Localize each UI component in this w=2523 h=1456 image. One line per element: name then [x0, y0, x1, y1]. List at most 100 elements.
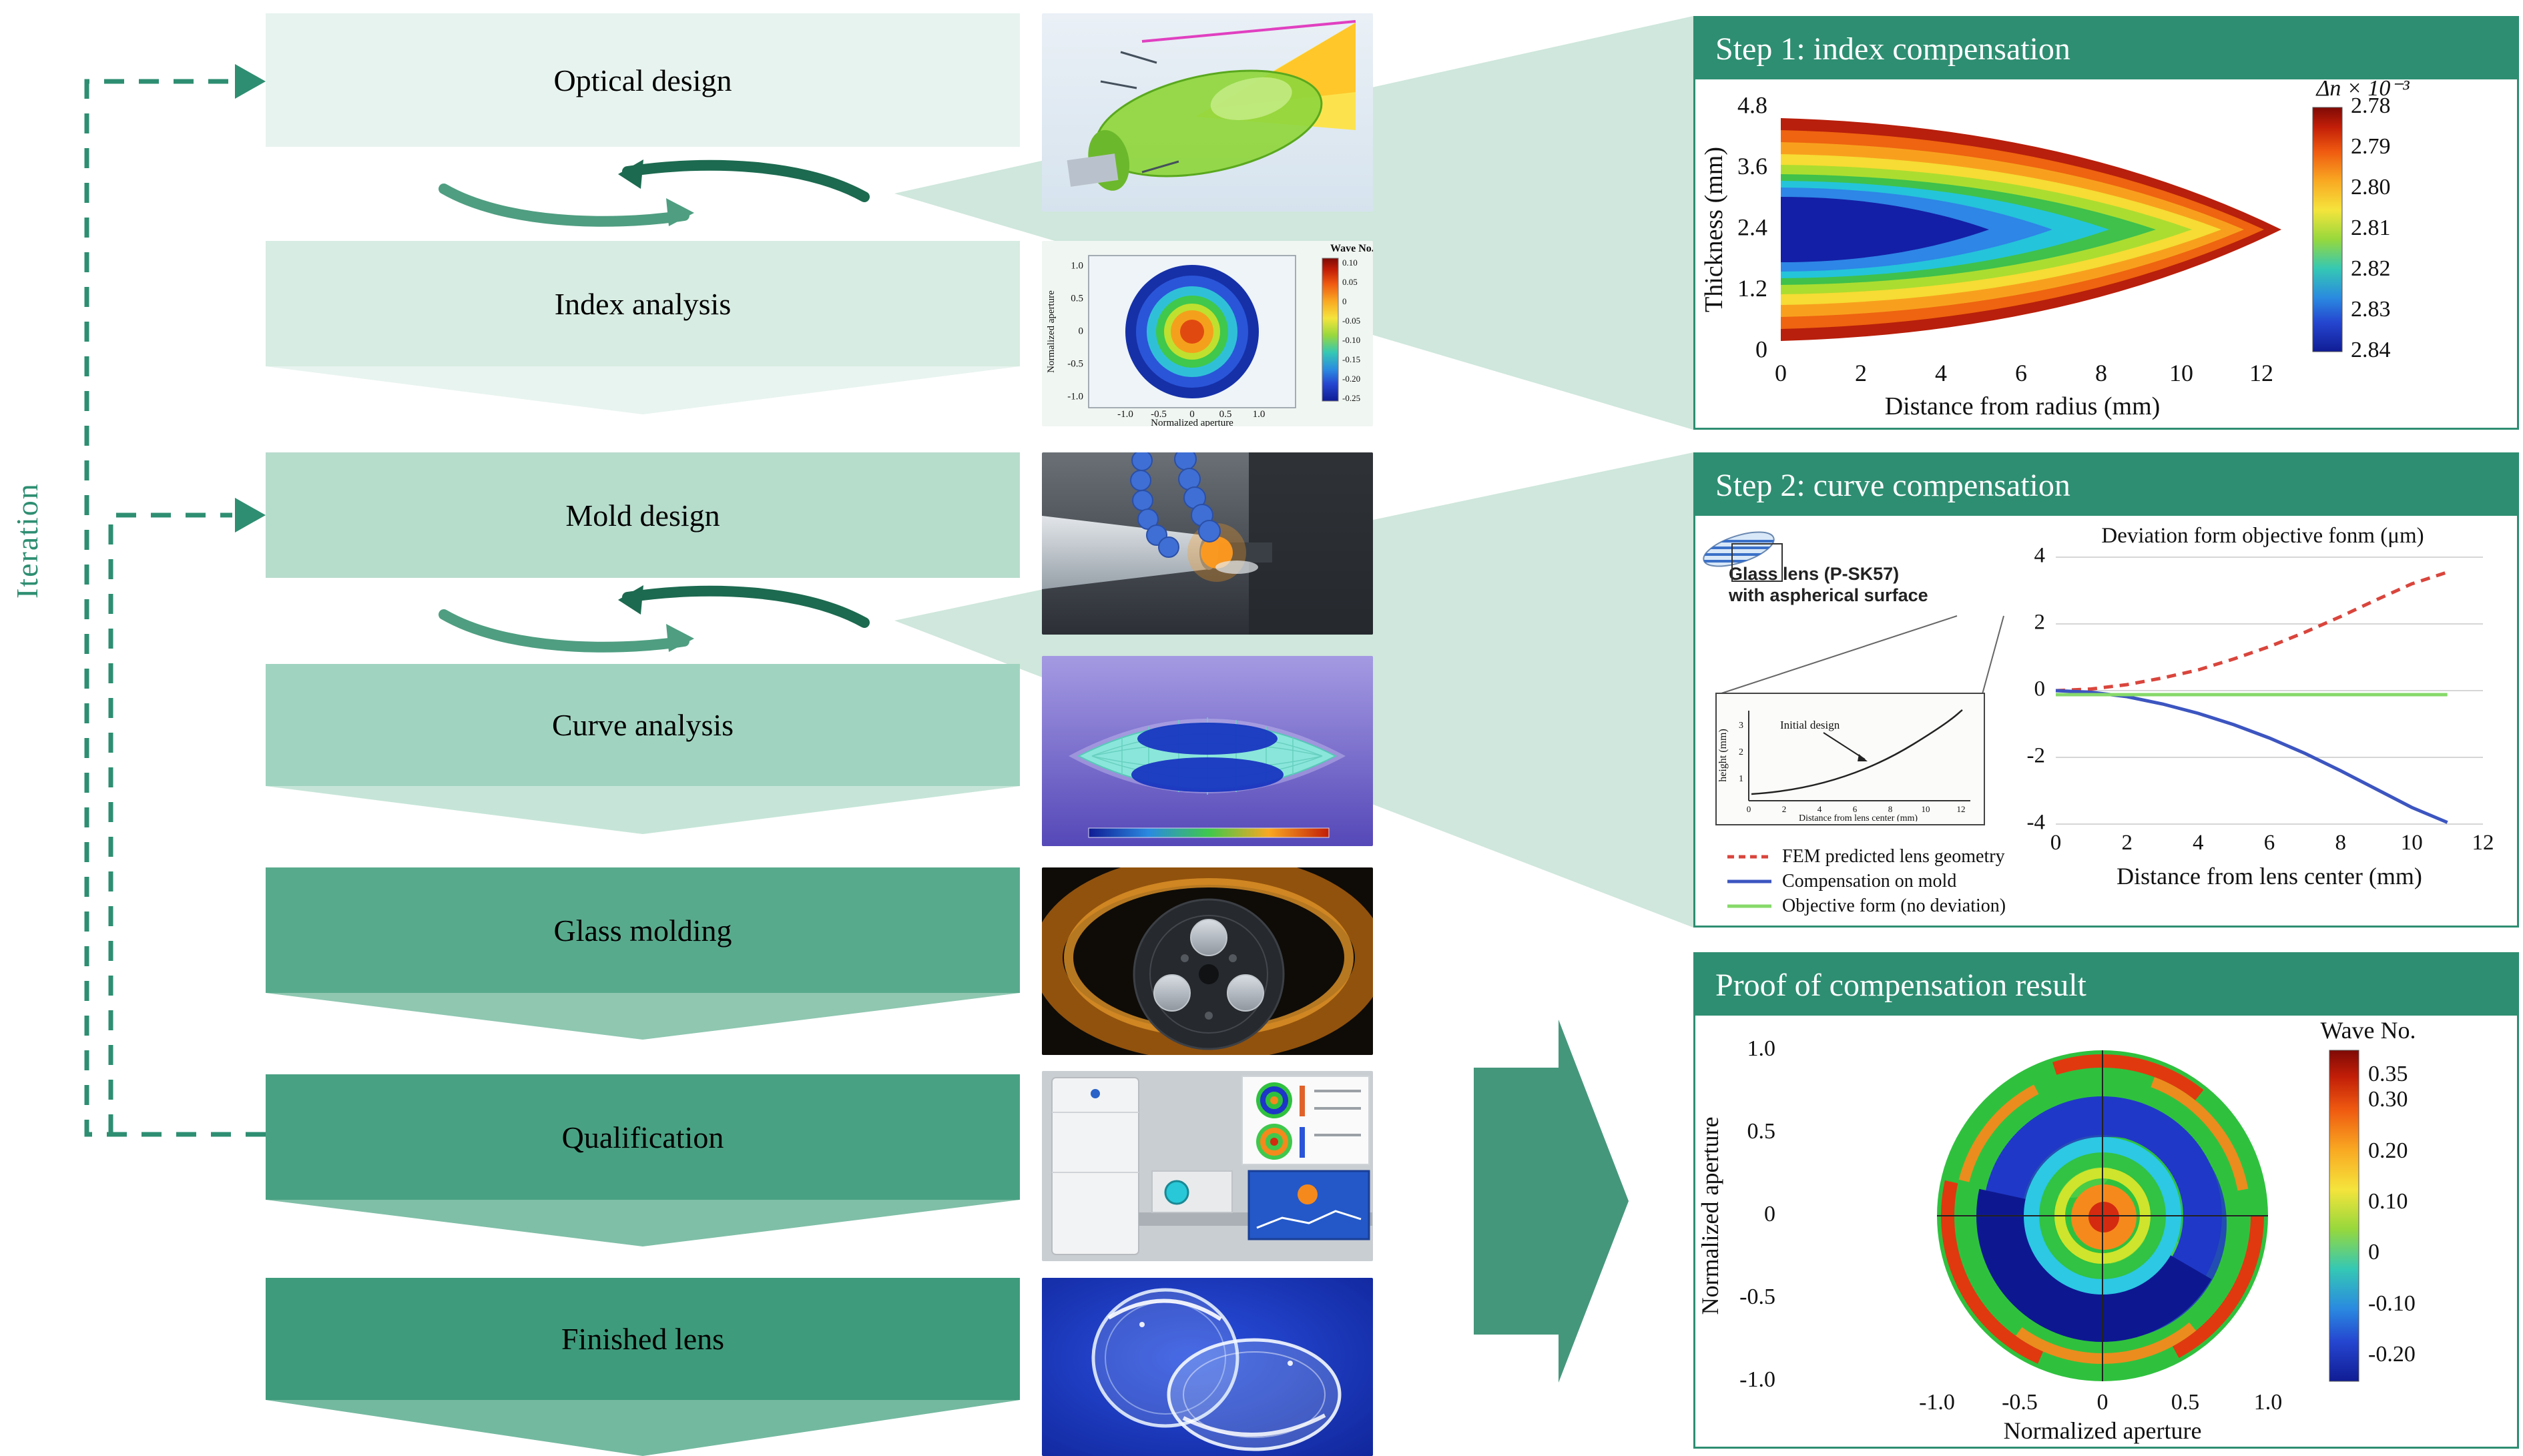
tick-label: 1.0: [1071, 260, 1083, 271]
tick-label: 12: [1957, 804, 1966, 814]
tick-label: 1.2: [1737, 275, 1767, 302]
y-axis-label: Normalized aperture: [1046, 290, 1057, 373]
panel-title: Step 2: curve compensation: [1715, 467, 2070, 503]
tick-label: 10: [2401, 831, 2423, 855]
deviation-band-lower: [1131, 757, 1284, 792]
tick-label: 0: [2050, 831, 2062, 855]
annotation-leader: [1141, 160, 1179, 173]
center-hole: [1199, 964, 1219, 984]
tick-label: 0.10: [2368, 1189, 2408, 1214]
tick-label: 2.78: [2351, 93, 2391, 118]
inset-x-axis-label: Distance from lens center (mm): [1799, 813, 1918, 821]
tick-label: 2.80: [2351, 175, 2391, 200]
x-axis-label: Normalized aperture: [1151, 418, 1233, 426]
tick-label: -0.15: [1342, 354, 1360, 364]
annotation-leader: [1120, 51, 1157, 64]
legend-label: FEM predicted lens geometry: [1782, 845, 2005, 867]
tick-label: 6: [2015, 360, 2027, 386]
lens-cavity: [1153, 974, 1191, 1012]
legend-label: Objective form (no deviation): [1782, 895, 2006, 916]
annotation-arrowhead: [1858, 754, 1868, 761]
x-axis-label: Distance from lens center (mm): [2117, 863, 2422, 889]
tick-label: 0.5: [1071, 293, 1083, 304]
flow-step-curve-analysis: Curve analysis: [266, 664, 1020, 786]
lens-cavity: [1227, 974, 1264, 1012]
colorbar: [2329, 1050, 2359, 1382]
tick-label: 1: [1739, 774, 1743, 784]
loop-arrowhead-right: [666, 624, 694, 652]
tick-label: 4: [2034, 544, 2046, 568]
tick-label: 0.20: [2368, 1138, 2408, 1163]
thumbnail-finished-lens: [1042, 1278, 1373, 1456]
tick-label: -0.5: [1067, 358, 1083, 369]
tick-label: 4: [1935, 360, 1947, 386]
tick-label: 0: [1764, 1202, 1775, 1226]
tick-label: 2: [1739, 747, 1743, 757]
tick-label: 4: [1817, 804, 1822, 814]
x-axis-label: Distance from radius (mm): [1885, 392, 2161, 420]
magnifier-line: [1719, 615, 1958, 695]
panel-proof: Proof of compensation result: [1693, 952, 2519, 1449]
tick-label: 0: [1342, 296, 1347, 306]
tick-label: 0.5: [1219, 409, 1232, 420]
tick-label: -1.0: [1117, 409, 1133, 420]
thumbnail-qualification: [1042, 1071, 1373, 1261]
tick-label: 1.0: [1253, 409, 1266, 420]
logo-dot: [1091, 1089, 1100, 1098]
tick-label: 2: [1855, 360, 1867, 386]
tick-label: 0: [1079, 326, 1084, 336]
colorbar-title: Δn × 10⁻³: [2315, 79, 2410, 101]
loop-arrowhead-left: [618, 159, 643, 189]
tick-label: 2: [2121, 831, 2133, 855]
screw: [1205, 1012, 1213, 1020]
loop-arrowhead-left: [618, 585, 643, 615]
annotation-leader: [1100, 80, 1137, 89]
tick-label: 2.82: [2351, 256, 2391, 281]
tick-label: 10: [2169, 360, 2193, 386]
panel-proof-header: Proof of compensation result: [1695, 954, 2517, 1016]
deviation-band-upper: [1137, 723, 1278, 755]
loop-arrows-design-analysis-1: [439, 159, 870, 227]
tick-label: 6: [2264, 831, 2275, 855]
screw: [1181, 954, 1189, 962]
y-tick-labels: 420-2-4: [2027, 544, 2046, 835]
lens-cavity: [1190, 919, 1227, 956]
loop-arrows-design-analysis-2: [439, 585, 870, 653]
wave-no-label: Wave No.: [1330, 243, 1373, 254]
chart-title: Deviation form objective fonm (μm): [2101, 524, 2424, 548]
report-wave-map-1: [1256, 1082, 1305, 1118]
panel-step2: Step 2: curve compensation Deviation for…: [1693, 452, 2519, 928]
colorbar: [1322, 258, 1339, 402]
tick-label: 0.5: [2171, 1390, 2200, 1415]
tick-label: 2.81: [2351, 216, 2391, 240]
tick-label: 0: [1755, 336, 1767, 362]
colorbar: [2312, 107, 2343, 352]
tick-label: -1.0: [1919, 1390, 1955, 1415]
flow-step-label: Mold design: [565, 498, 720, 532]
colorbar: [1088, 827, 1330, 838]
y-axis-label: Normalized aperture: [1697, 1117, 1723, 1315]
thumbnail-curve-analysis: [1042, 656, 1373, 846]
iteration-arrowhead-optical: [235, 64, 266, 99]
tick-label: -0.10: [1342, 335, 1360, 345]
tick-label: 4: [2193, 831, 2204, 855]
tick-label: 0: [1747, 804, 1751, 814]
tick-label: 4.8: [1737, 91, 1767, 118]
legend-row: Compensation on mold: [1726, 869, 2006, 893]
glass-lens-glyph: [1699, 531, 1783, 582]
loop-arc-top: [622, 159, 870, 202]
magnifier-line: [1982, 615, 2004, 695]
tick-label: -0.10: [2368, 1291, 2416, 1316]
flow-step-label: Glass molding: [553, 913, 732, 948]
flow-step-glass-molding: Glass molding: [266, 867, 1020, 993]
red-core: [2088, 1202, 2119, 1232]
tick-label: 0.5: [1747, 1119, 1776, 1144]
